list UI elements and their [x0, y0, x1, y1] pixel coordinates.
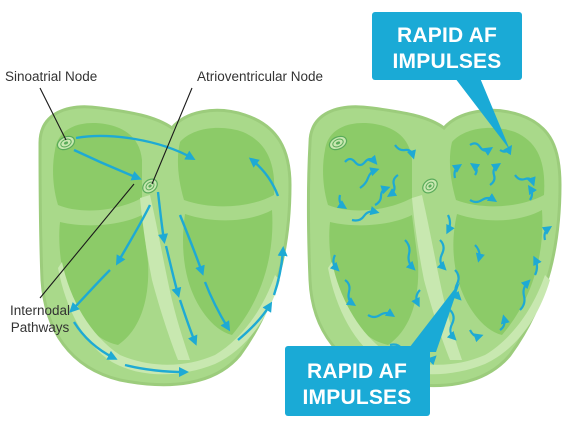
right-atrium: [323, 123, 412, 210]
top-callout-line1: RAPID AF: [397, 24, 497, 47]
label-internodal-line1: Internodal: [10, 303, 70, 318]
bottom-callout-line2: IMPULSES: [303, 386, 412, 409]
top-callout-line2: IMPULSES: [393, 50, 502, 73]
bottom-callout-line1: RAPID AF: [307, 360, 407, 383]
label-atrioventricular-node: Atrioventricular Node: [197, 69, 323, 84]
label-sinoatrial-node: Sinoatrial Node: [5, 69, 97, 84]
normal-heart: [40, 107, 290, 385]
label-internodal-line2: Pathways: [11, 320, 70, 335]
